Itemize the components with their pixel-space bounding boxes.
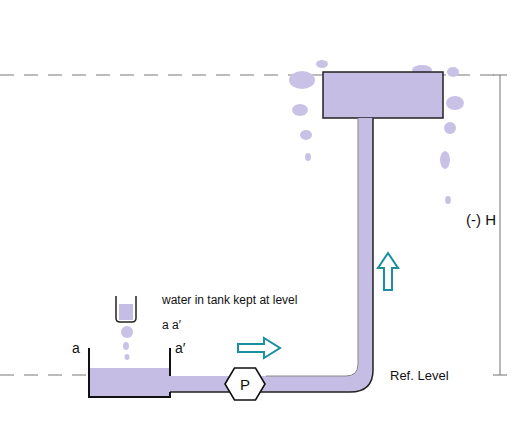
pump-label: P [240,376,250,393]
level-mark: a [72,340,80,356]
height-label: (-) H [466,211,496,228]
height-tick [493,374,507,375]
flow-arrow [238,338,280,358]
upper-tank [323,72,443,118]
pipe-outline [266,118,358,376]
pipe [170,118,373,392]
level-mark: a′ [175,340,185,356]
faucet-water [119,304,133,320]
height-line [499,75,500,375]
flow-arrow [378,253,398,290]
lower-tank [89,348,170,397]
tank-water [89,368,170,397]
height-tick [493,74,507,75]
faucet [116,296,136,322]
pump-hexagon: P [224,367,266,401]
note-text: water in tank kept at level a a′ [162,288,298,338]
ref-label: Ref. Level [390,368,449,383]
water-drops [121,326,133,360]
ref-dashed-line [0,374,86,376]
lower-tank [169,348,171,376]
splash-drops [289,60,464,204]
hexagon-shape [225,368,265,400]
pipe-outline [170,118,373,392]
